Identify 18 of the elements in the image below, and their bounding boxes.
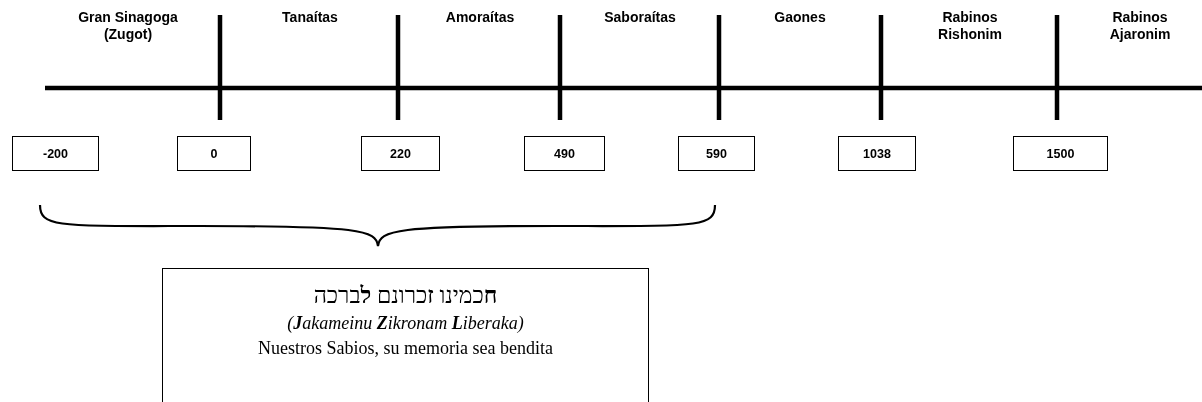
year-box: 590 xyxy=(678,136,755,171)
period-label: Gran Sinagoga (Zugot) xyxy=(77,9,179,43)
period-label: Rabinos Rishonim xyxy=(937,9,1003,43)
year-box: 1038 xyxy=(838,136,916,171)
year-box: 1500 xyxy=(1013,136,1108,171)
period-label: Gaones xyxy=(773,9,827,26)
period-label: Amoraítas xyxy=(444,9,516,26)
transliteration: (Jakameinu Zikronam Liberaka) xyxy=(287,312,524,335)
quote-box xyxy=(162,268,649,402)
period-label: Tanaítas xyxy=(281,9,339,26)
period-label: Rabinos Ajaronim xyxy=(1108,9,1172,43)
year-box: 0 xyxy=(177,136,251,171)
period-label: Saboraítas xyxy=(603,9,677,26)
year-box: 220 xyxy=(361,136,440,171)
year-box: -200 xyxy=(12,136,99,171)
hebrew-heading: חכמינו זכרונם לברכה xyxy=(313,282,498,310)
year-box: 490 xyxy=(524,136,605,171)
translation-text: Nuestros Sabios, su memoria sea bendita xyxy=(258,337,553,360)
